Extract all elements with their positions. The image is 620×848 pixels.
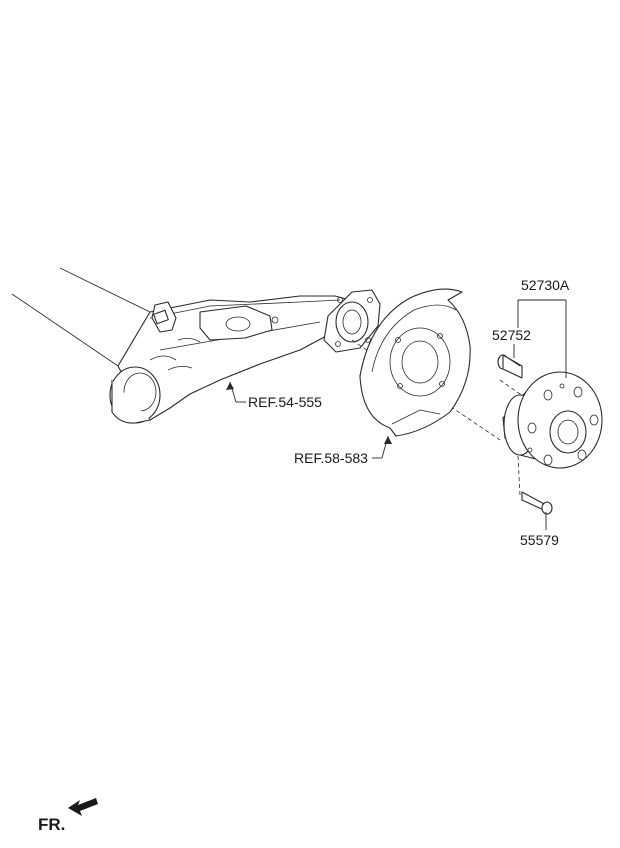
screw [517, 455, 553, 515]
axle-flange [323, 289, 381, 353]
label-hub-assembly: 52730A [521, 277, 570, 293]
label-ref-dust-cover: REF.58-583 [294, 450, 368, 466]
hub-bolt [497, 354, 523, 379]
rear-axle-beam [11, 267, 351, 424]
label-ref-axle: REF.54-555 [248, 394, 322, 410]
label-hub-bolt: 52752 [492, 327, 531, 343]
hub-bearing-assembly [502, 371, 603, 469]
label-screw: 55579 [520, 532, 559, 548]
leader-lines [226, 299, 567, 530]
front-arrow-icon [68, 798, 98, 816]
dust-cover-plate [359, 288, 471, 437]
front-indicator-label: FR. [38, 815, 65, 834]
